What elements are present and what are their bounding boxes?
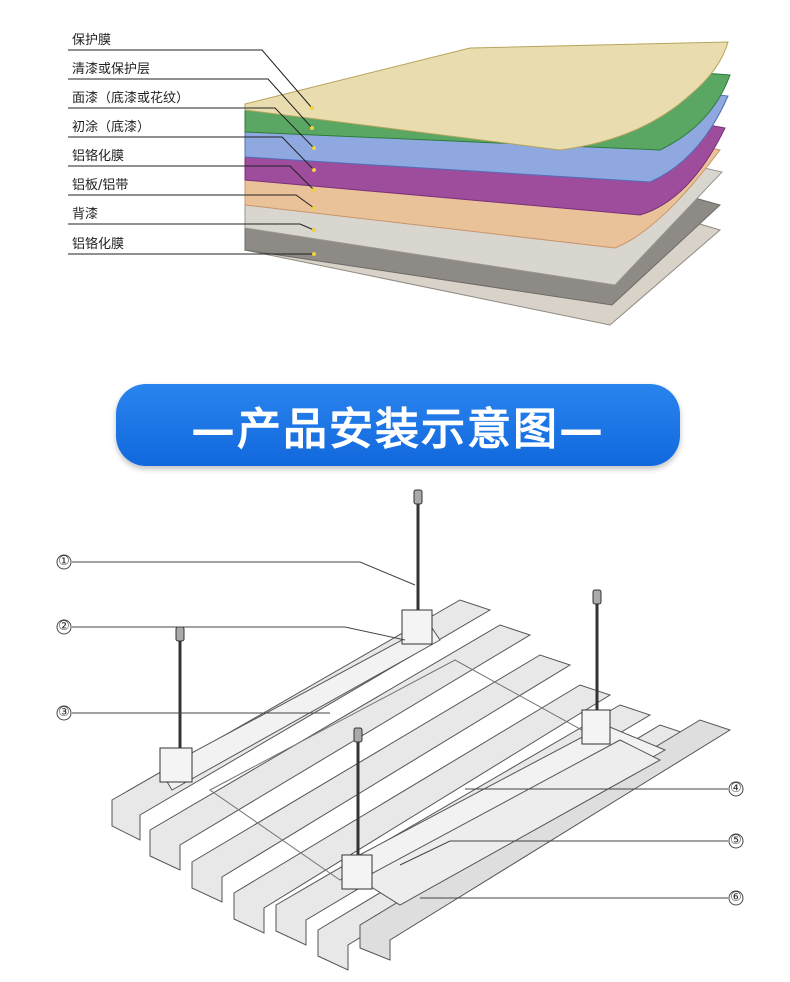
layer-label-primer: 初涂（底漆）	[72, 120, 151, 135]
callout-4: ④	[730, 781, 742, 796]
callout-5: ⑤	[730, 833, 742, 848]
leader-line-1	[68, 49, 313, 109]
callout-line-1	[72, 561, 416, 586]
leader-line-4	[68, 136, 315, 171]
leader-line-3	[68, 107, 315, 149]
callout-line-2	[72, 626, 406, 641]
ceiling-slats	[111, 599, 732, 971]
leader-line-6	[68, 194, 315, 209]
callout-2: ②	[58, 619, 70, 634]
layer-label-protective-film: 保护膜	[72, 33, 112, 48]
carrier-rails	[159, 624, 667, 906]
hanger-clips	[159, 609, 611, 890]
layer-label-topcoat: 面漆（底漆或花纹）	[72, 91, 190, 106]
callout-3: ③	[58, 705, 70, 720]
leader-line-5	[68, 165, 315, 191]
section-banner: —产品安装示意图—	[116, 384, 680, 466]
layer-label-chromate: 铝铬化膜	[72, 149, 125, 164]
layer-label-clearcoat: 清漆或保护层	[72, 62, 151, 77]
rod-caps	[175, 489, 602, 743]
layer-sheet-protective-film	[244, 41, 729, 151]
layer-label-chromate-bottom: 铝铬化膜	[72, 237, 125, 252]
leader-line-7	[68, 223, 315, 231]
leader-line-2	[68, 78, 313, 129]
banner-title: —产品安装示意图—	[191, 404, 605, 455]
layer-label-back-paint: 背漆	[72, 207, 99, 222]
hanger-rods	[178, 495, 599, 860]
callout-6: ⑥	[730, 890, 742, 905]
callout-line-5	[399, 840, 728, 866]
layer-label-aluminum: 铝板/铝带	[72, 178, 129, 193]
callout-1: ①	[58, 554, 70, 569]
layer-stack-illustration	[68, 41, 731, 326]
